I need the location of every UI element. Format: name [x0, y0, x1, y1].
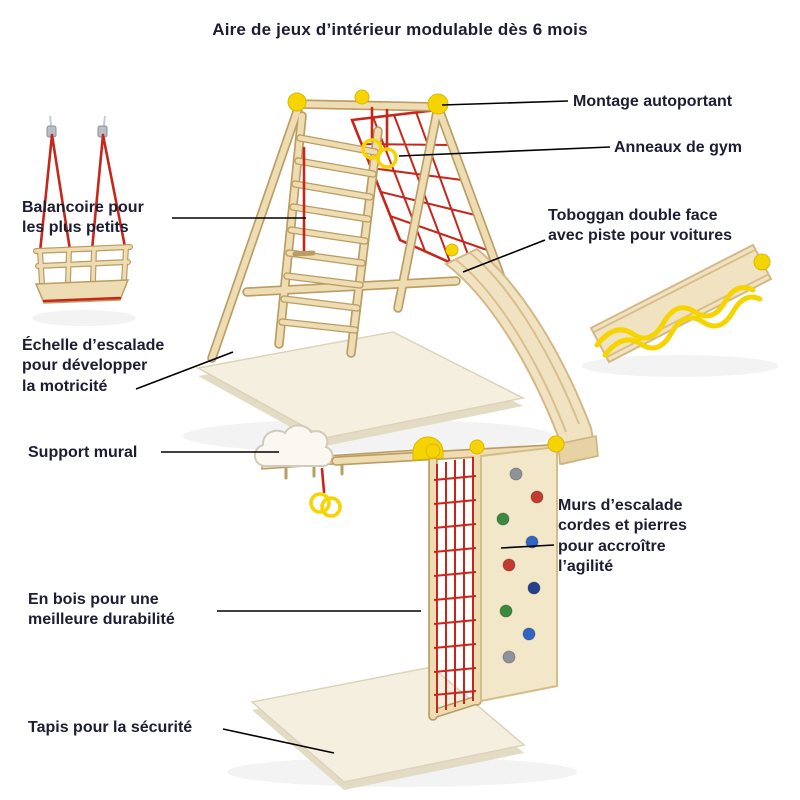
- aframe-playground: [195, 89, 599, 466]
- aframe-mat: [195, 331, 526, 446]
- callout-line-toboggan: [462, 239, 546, 273]
- callout-label-support-mural: Support mural: [28, 444, 138, 461]
- swing-attachment-rope: [292, 146, 316, 257]
- cloud-shelf: [253, 424, 334, 467]
- swing-seat: [34, 279, 130, 304]
- callout-line-montage: [441, 100, 569, 106]
- callout-label-murs-escalade: Murs d’escalade cordes et pierres pour a…: [558, 497, 687, 576]
- rope-climbing-wall: [433, 457, 477, 713]
- swing-ropes: [38, 133, 128, 254]
- baby-swing: [34, 115, 130, 304]
- callout-label-montage-autoportant: Montage autoportant: [573, 93, 733, 110]
- slide-hook-cap: [445, 243, 459, 257]
- wall-unit-yellow-caps: [425, 435, 565, 459]
- callout-label-tapis-securite: Tapis pour la sécurité: [28, 719, 193, 736]
- callout-line-anneaux: [398, 146, 611, 157]
- page-title: Aire de jeux d’intérieur modulable dès 6…: [212, 20, 588, 39]
- slide-board-cap: [753, 253, 771, 271]
- reversible-slide-board: [589, 243, 773, 364]
- car-track-line: [602, 294, 763, 358]
- aframe-yellow-caps: [287, 89, 449, 115]
- callout-label-echelle-escalade: Échelle d’escalade pour développer la mo…: [22, 337, 165, 395]
- callout-lines: [135, 100, 611, 754]
- callout-label-toboggan: Toboggan double face avec piste pour voi…: [548, 207, 733, 245]
- callout-label-anneaux-de-gym: Anneaux de gym: [614, 139, 743, 156]
- hanging-gym-rings: [309, 467, 342, 518]
- callout-line-murs: [500, 544, 555, 549]
- shelf-pegs: [284, 463, 344, 480]
- callout-label-balancoire: Balancoire pour les plus petits: [22, 199, 144, 237]
- car-track-line: [594, 285, 756, 348]
- callout-line-echelle: [135, 351, 234, 390]
- gym-rings: [361, 106, 398, 169]
- stone-climbing-wall: [480, 445, 558, 703]
- wall-mounted-playground: [250, 424, 565, 790]
- callout-label-en-bois: En bois pour une meilleure durabilité: [28, 591, 175, 629]
- callout-line-tapis: [222, 728, 335, 754]
